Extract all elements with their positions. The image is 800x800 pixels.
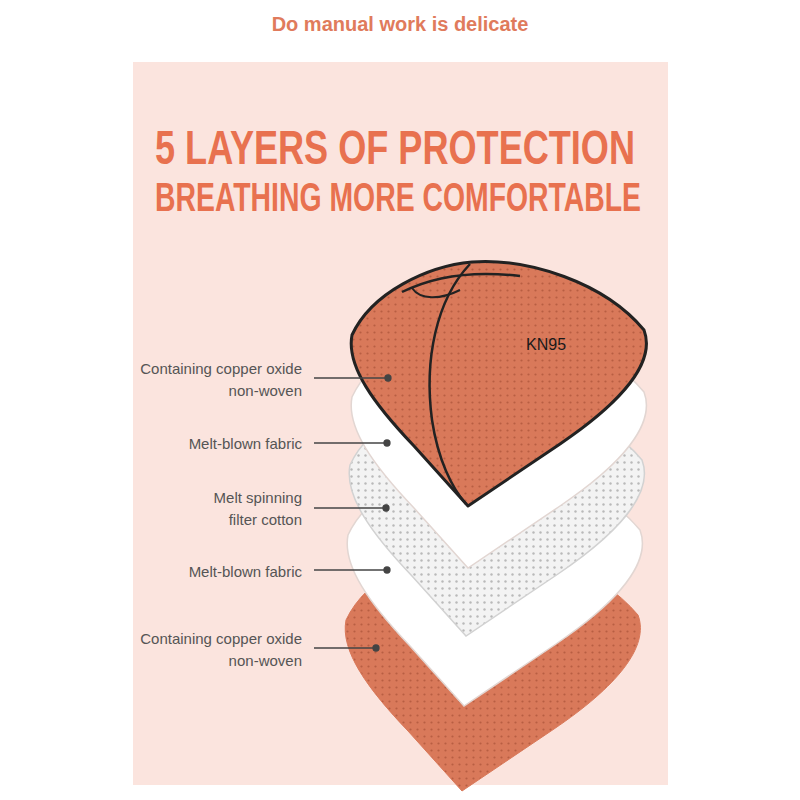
kn95-mark: KN95 xyxy=(526,333,566,356)
leader-lines xyxy=(314,375,391,651)
layer-label: Containing copper oxide non-woven xyxy=(137,628,302,672)
layer-label: Melt-blown fabric xyxy=(137,561,302,583)
front-mask xyxy=(351,262,646,506)
layer-label: Containing copper oxide non-woven xyxy=(137,358,302,402)
subtitle: BREATHING MORE COMFORTABLE xyxy=(155,177,641,217)
layer-label: Melt spinning filter cotton xyxy=(190,487,302,531)
header-note: Do manual work is delicate xyxy=(0,10,800,39)
layer-label: Melt-blown fabric xyxy=(137,433,302,455)
title: 5 LAYERS OF PROTECTION xyxy=(155,124,635,172)
